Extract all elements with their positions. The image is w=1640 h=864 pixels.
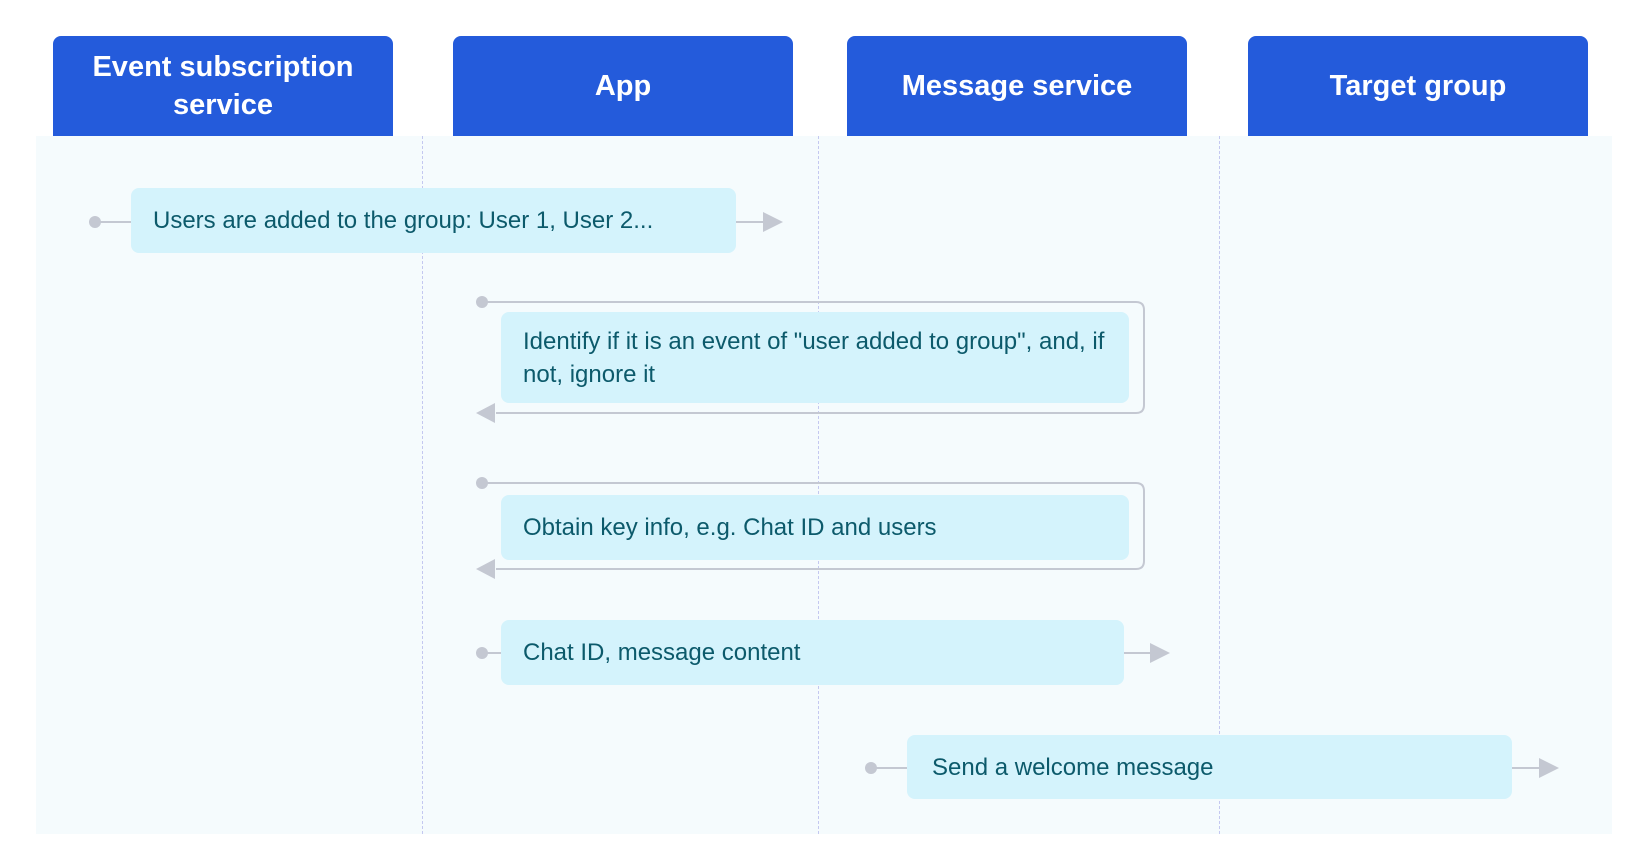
message-text: Users are added to the group: User 1, Us…: [153, 207, 654, 234]
arrow-head: [1539, 758, 1559, 778]
message-identify-event: Identify if it is an event of "user adde…: [501, 312, 1129, 403]
lifeline-divider-2: [818, 136, 819, 834]
connector-users-added: [89, 212, 783, 232]
lane-label: Event subscription service: [92, 51, 354, 121]
lane-header-event-subscription-service: Event subscription service: [53, 36, 393, 136]
message-text: Identify if it is an event of "user adde…: [523, 327, 1105, 388]
lane-header-app: App: [453, 36, 793, 136]
connector-send-welcome: [865, 758, 1559, 778]
arrow-head: [763, 212, 783, 232]
connector-chat-id-content: [476, 643, 1170, 663]
connector-line: [482, 482, 1145, 570]
message-text: Obtain key info, e.g. Chat ID and users: [523, 514, 937, 541]
message-chat-id-content: Chat ID, message content: [501, 620, 1124, 685]
arrow-head: [1150, 643, 1170, 663]
lifeline-divider-3: [1219, 136, 1220, 834]
lane-label: Message service: [901, 70, 1133, 102]
message-text: Chat ID, message content: [523, 639, 801, 666]
message-obtain-key-info: Obtain key info, e.g. Chat ID and users: [501, 495, 1129, 560]
lane-label: App: [594, 70, 652, 102]
message-text: Send a welcome message: [932, 753, 1214, 781]
arrow-head: [476, 559, 495, 579]
lane-label: Target group: [1329, 70, 1507, 102]
connector-identify-event: [476, 296, 1145, 423]
arrow-head: [476, 403, 495, 423]
lane-header-message-service: Message service: [847, 36, 1187, 136]
lifeline-divider-1: [422, 136, 423, 834]
connector-obtain-key-info: [476, 477, 1145, 579]
message-users-added: Users are added to the group: User 1, Us…: [131, 188, 736, 253]
connector-line: [482, 301, 1145, 414]
lane-header-target-group: Target group: [1248, 36, 1588, 136]
message-send-welcome: Send a welcome message: [907, 735, 1512, 799]
